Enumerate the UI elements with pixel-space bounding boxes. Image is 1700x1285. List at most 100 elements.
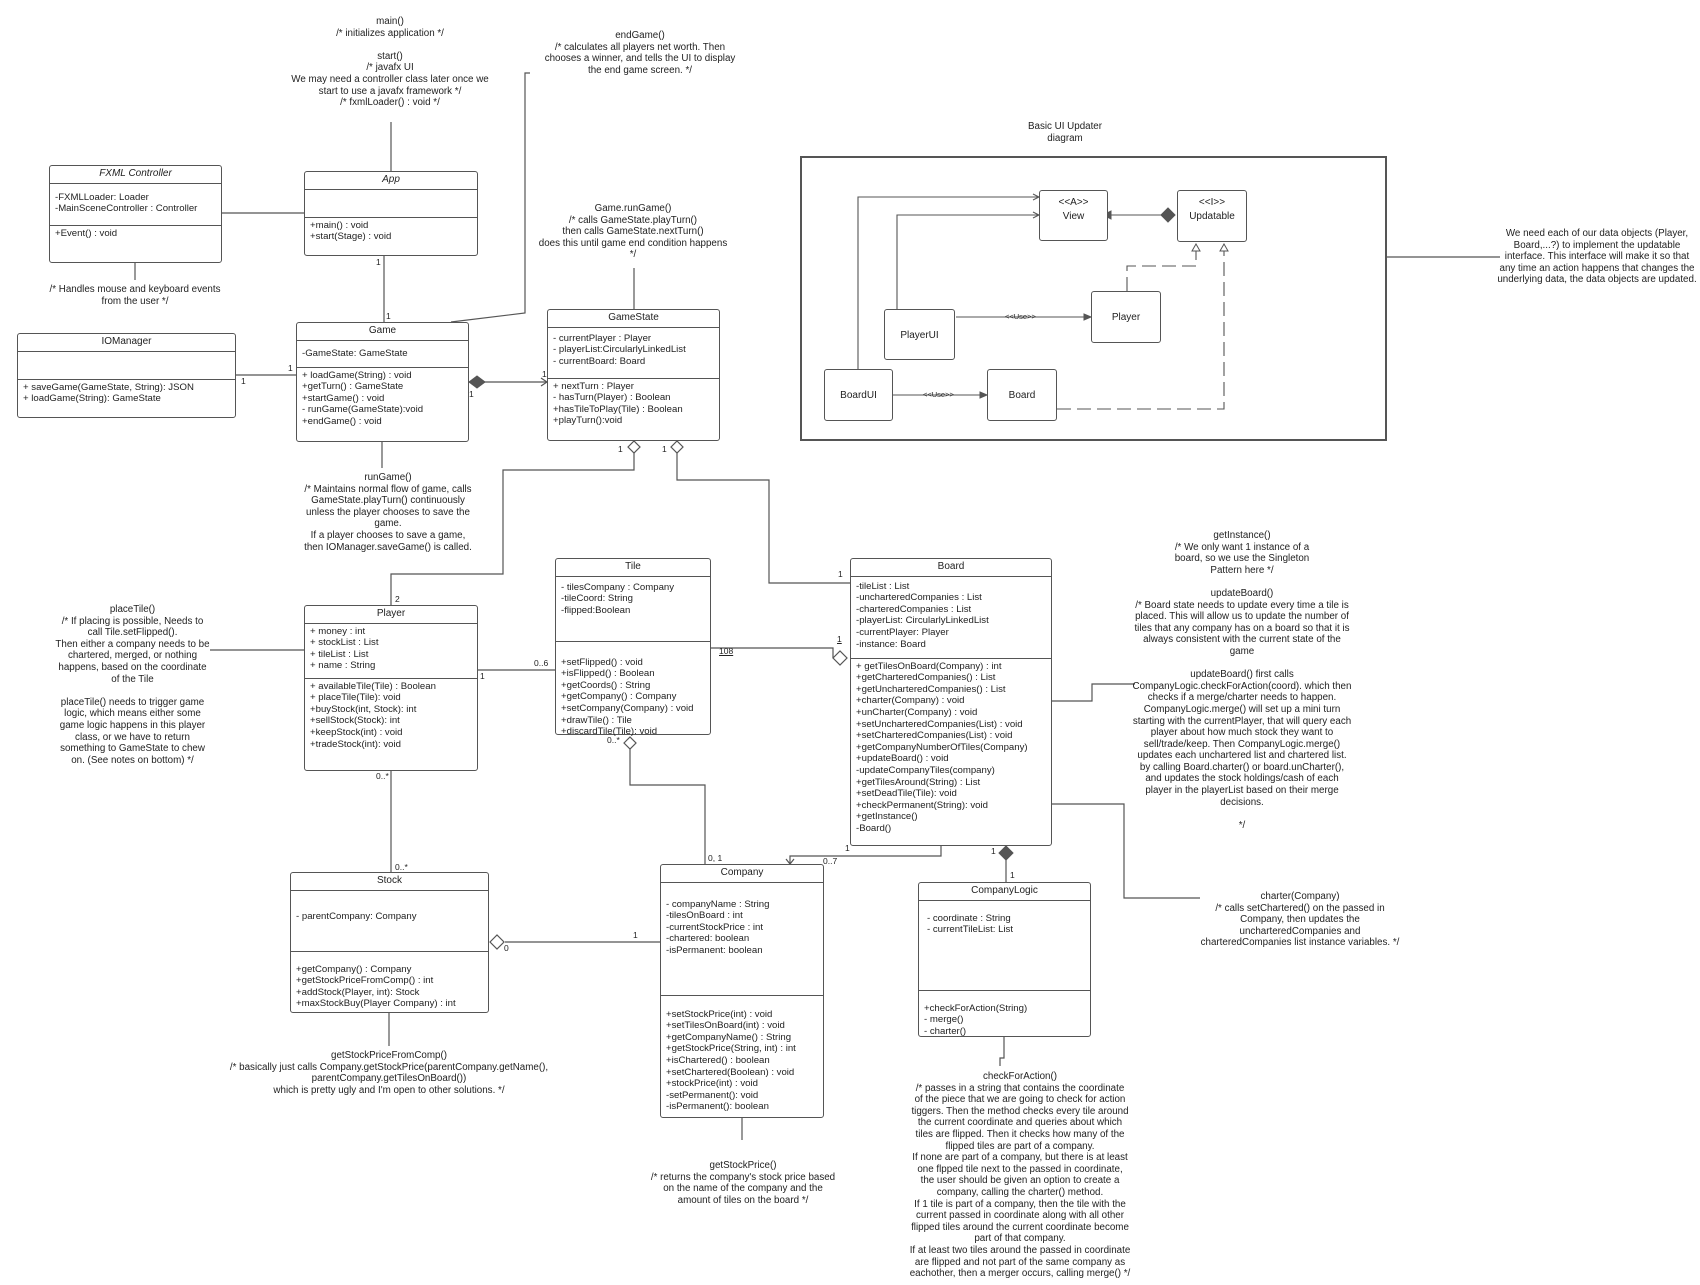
multiplicity-label: 1 [618,444,623,454]
assoc-tile-company [629,749,706,864]
class-methods: + availableTile(Tile) : Boolean+ placeTi… [305,679,477,753]
class-member: -currentStockPrice : int [666,921,764,933]
note-stock-price-from-comp: getStockPriceFromComp() /* basically jus… [229,1050,549,1096]
class-member: +getStockPriceFromComp() : int [296,975,434,987]
class-member: +setDeadTile(Tile): void [856,788,957,800]
class-member: +endGame() : void [302,415,382,427]
multiplicity-label: 0..7 [823,856,838,866]
ui-realize-arrow-2 [1219,242,1229,252]
class-member: +getCoords() : String [561,679,651,691]
class-member: - parentCompany: Company [296,910,417,922]
class-board: Board -tileList : List-uncharteredCompan… [850,558,1052,846]
ui-player-ui-label: PlayerUI [900,330,939,341]
ui-arrowhead-player [1083,313,1093,321]
ui-link-boardui-view [857,196,1039,369]
ui-board-ui-label: BoardUI [840,390,877,401]
class-member: +setChartered(Boolean) : void [666,1066,795,1078]
class-member: -updateCompanyTiles(company) [856,764,995,776]
class-member: -MainSceneController : Controller [55,203,198,215]
class-methods: + saveGame(GameState, String): JSON+ loa… [18,380,235,407]
class-attributes: - companyName : String-tilesOnBoard : in… [661,883,823,996]
class-title: App [305,172,477,190]
class-attributes [18,352,235,380]
class-member: - companyName : String [666,898,770,910]
class-methods: + loadGame(String) : void+getTurn() : Ga… [297,368,468,430]
class-member: -currentPlayer: Player [856,626,949,638]
class-methods: +main() : void+start(Stage) : void [305,218,477,245]
class-member: +getUncharteredCompanies() : List [856,683,1006,695]
ui-board-ui-box: BoardUI [824,369,893,421]
note-run-game: runGame() /* Maintains normal flow of ga… [304,472,472,553]
class-title: IOManager [18,334,235,352]
class-member: +buyStock(int, Stock): int [310,703,417,715]
note-link-endgame [450,72,530,323]
class-member: +setCharteredCompanies(List) : void [856,730,1013,742]
ui-player-box: Player [1091,291,1161,343]
note-end-game: endGame() /* calculates all players net … [544,30,736,76]
multiplicity-label: 1 [542,369,547,379]
class-member: +isChartered() : boolean [666,1054,770,1066]
class-member: - currentTileList: List [927,924,1014,936]
multiplicity-label: 1 [480,671,485,681]
class-methods: +Event() : void [50,226,221,242]
note-charter: charter(Company) /* calls setChartered()… [1200,891,1400,949]
class-member: + nextTurn : Player [553,380,634,392]
class-member: + getTilesOnBoard(Company) : int [856,660,1002,672]
class-attributes: + money : int+ stockList : List+ tileLis… [305,624,477,679]
class-member: -charteredCompanies : List [856,603,972,615]
class-player: Player + money : int+ stockList : List+ … [304,605,478,771]
class-member: - tilesCompany : Company [561,581,675,593]
class-member: -tilesOnBoard : int [666,910,743,922]
class-attributes: -FXMLLoader: Loader-MainSceneController … [50,184,221,226]
class-member: + saveGame(GameState, String): JSON [23,381,194,393]
class-member: - coordinate : String [927,912,1011,924]
class-member: - currentBoard: Board [553,355,646,367]
class-member: +addStock(Player, int): Stock [296,986,420,998]
class-methods: + getTilesOnBoard(Company) : int+getChar… [851,659,1051,837]
class-member: + availableTile(Tile) : Boolean [310,680,436,692]
note-check-for-action: checkForAction() /* passes in a string t… [909,1071,1131,1280]
class-member: + placeTile(Tile): void [310,692,401,704]
class-member: +updateBoard() : void [856,753,949,765]
class-member: +getTurn() : GameState [302,381,404,393]
class-methods: + nextTurn : Player- hasTurn(Player) : B… [548,379,719,429]
class-member: -FXMLLoader: Loader [55,191,149,203]
class-attributes: -tileList : List-uncharteredCompanies : … [851,577,1051,659]
aggregation-diamond-tile-company [623,736,637,750]
class-member: -tileList : List [856,580,910,592]
ui-updatable-stereotype: <<I>> [1198,197,1226,208]
ui-link-playerui-view [896,214,1039,309]
note-link-checkaction [999,1037,1005,1066]
ui-diamond-updatable [1160,207,1176,223]
class-member: +sellStock(Stock): int [310,715,400,727]
multiplicity-label: 2 [395,594,400,604]
multiplicity-label: 108 [719,646,734,656]
class-member: - runGame(GameState):void [302,404,424,416]
note-ui-updater-title: Basic UI Updater diagram [1027,121,1103,144]
multiplicity-label: 1 [845,843,850,853]
class-game-state: GameState - currentPlayer : Player- play… [547,309,720,441]
note-handles-input: /* Handles mouse and keyboard events fro… [49,284,221,307]
class-member: +unCharter(Company) : void [856,706,978,718]
multiplicity-label: 0..* [607,735,620,745]
class-member: +startGame() : void [302,392,385,404]
class-attributes: - tilesCompany : Company-tileCoord: Stri… [556,577,710,642]
multiplicity-label: 0..6 [534,658,549,668]
aggregation-diamond-gs-board [670,440,684,454]
class-title: Board [851,559,1051,577]
class-member: + money : int [310,625,366,637]
class-member: - hasTurn(Player) : Boolean [553,392,671,404]
class-member: + loadGame(String) : void [302,369,412,381]
class-member: +Event() : void [55,227,118,239]
class-methods: +getCompany() : Company+getStockPriceFro… [291,952,488,1012]
class-member: -setPermanent(): void [666,1089,759,1101]
class-title: GameState [548,310,719,328]
class-member: +getTilesAround(String) : List [856,776,981,788]
class-member: - charter() [924,1025,967,1037]
note-link-board-update [1052,683,1135,702]
class-member: -playerList: CircularlyLinkedList [856,615,989,627]
multiplicity-label: 0 [504,943,509,953]
multiplicity-label: 1 [838,569,843,579]
class-member: + name : String [310,660,376,672]
